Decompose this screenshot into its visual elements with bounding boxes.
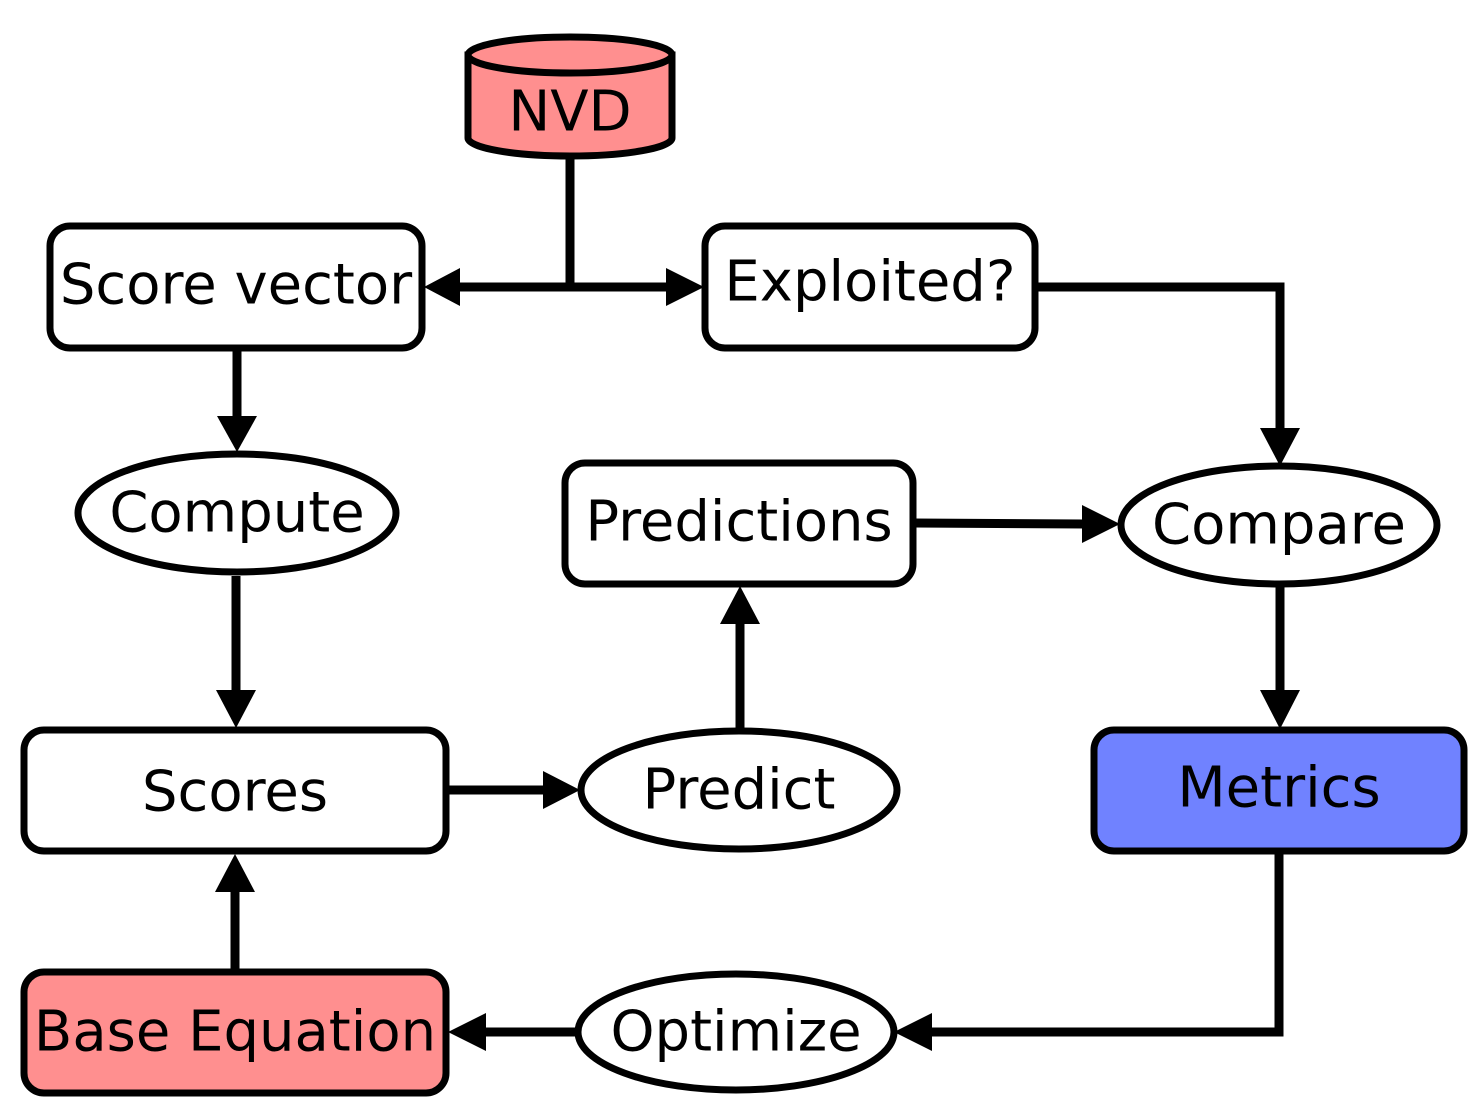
scores-box — [20, 726, 450, 855]
nvd-cylinder-body — [464, 51, 676, 160]
metrics-label: Metrics — [1177, 756, 1380, 821]
compute-label: Compute — [109, 481, 364, 546]
node-optimize: Optimize — [574, 970, 898, 1094]
arrowhead-metrics — [1260, 690, 1300, 729]
arrowhead-predictions — [720, 586, 760, 624]
optimize-ellipse — [574, 970, 898, 1094]
edge-predictions-to-compare — [913, 518, 1085, 529]
arrowhead-compare-left — [1082, 505, 1120, 543]
base-equation-box — [20, 968, 450, 1097]
node-base-equation: Base Equation — [20, 968, 450, 1097]
predict-label: Predict — [643, 758, 836, 823]
node-compare: Compare — [1117, 462, 1441, 588]
arrowhead-layer — [215, 268, 1300, 1051]
node-scores: Scores — [20, 726, 450, 855]
exploited-label: Exploited? — [724, 250, 1015, 315]
base-equation-label: Base Equation — [34, 1000, 436, 1065]
arrowhead-score-vector — [424, 268, 460, 306]
arrowhead-base-equation — [448, 1013, 486, 1051]
node-layer: NVD Score vector Exploited? Compute Pred… — [20, 33, 1468, 1097]
node-compute: Compute — [74, 450, 400, 576]
node-predict: Predict — [577, 727, 901, 853]
node-predictions: Predictions — [561, 459, 917, 588]
nvd-label: NVD — [508, 80, 631, 145]
scores-label: Scores — [142, 760, 328, 825]
nvd-cylinder-top — [464, 33, 676, 77]
optimize-label: Optimize — [610, 1000, 861, 1065]
edge-metrics-to-optimize — [930, 853, 1284, 1037]
predict-ellipse — [577, 727, 901, 853]
arrowhead-exploited — [666, 268, 704, 306]
edge-nvd-to-score-vector — [456, 158, 575, 292]
score-vector-label: Score vector — [60, 253, 413, 318]
arrowhead-predict — [543, 771, 580, 809]
node-metrics: Metrics — [1090, 726, 1468, 855]
predictions-box — [561, 459, 917, 588]
compare-label: Compare — [1152, 493, 1406, 558]
arrowhead-scores-top — [216, 690, 256, 728]
arrowhead-optimize — [894, 1013, 932, 1051]
edge-layer — [230, 158, 1285, 1037]
score-vector-box — [46, 222, 426, 352]
node-nvd: NVD — [464, 33, 676, 160]
predictions-label: Predictions — [585, 490, 892, 555]
compute-ellipse — [74, 450, 400, 576]
node-score-vector: Score vector — [46, 222, 426, 352]
arrowhead-compare-top — [1260, 428, 1300, 466]
node-exploited: Exploited? — [701, 222, 1039, 352]
arrowhead-compute — [217, 416, 257, 452]
arrowhead-scores-bottom — [215, 854, 255, 892]
metrics-box — [1090, 726, 1468, 855]
compare-ellipse — [1117, 462, 1441, 588]
exploited-box — [701, 222, 1039, 352]
edge-exploited-to-compare — [1035, 282, 1285, 430]
